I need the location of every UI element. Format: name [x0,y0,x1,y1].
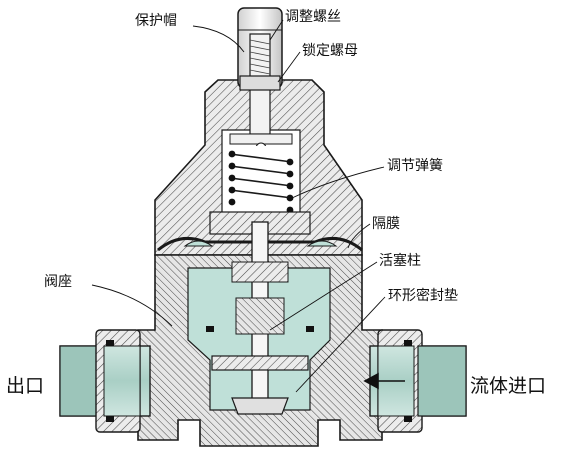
label-valve-seat: 阀座 [44,274,72,290]
leader-adjusting-screw [269,19,284,41]
leader-piston-stem [269,261,378,331]
label-adjusting-spring: 调节弹簧 [387,158,443,174]
label-piston-stem: 活塞柱 [379,252,421,269]
label-fluid-inlet: 流体进口 [470,375,546,397]
label-lock-nut: 锁定螺母 [302,43,358,59]
valve-seat-part [211,355,309,371]
lock-nut-part [239,75,281,91]
leader-diaphragm [347,223,371,249]
label-outlet: 出口 [6,375,44,397]
label-diaphragm: 隔膜 [372,216,400,232]
flow-arrow [363,372,405,390]
label-protective-cap: 保护帽 [135,13,177,29]
inlet-pipe [363,329,467,433]
leader-adjusting-spring [291,166,385,199]
leader-protective-cap [192,25,245,53]
label-adjusting-screw: 调整螺丝 [285,9,341,25]
outlet-pipe [59,329,151,433]
adjusting-spring-part [224,146,298,214]
leader-lines [91,19,386,393]
leader-lock-nut [277,51,301,83]
o-ring-gasket-part [106,326,412,422]
valve-disc [231,397,289,415]
label-o-ring-gasket: 环形密封垫 [388,287,458,304]
leader-o-ring [295,296,386,393]
leader-valve-seat [91,284,173,327]
